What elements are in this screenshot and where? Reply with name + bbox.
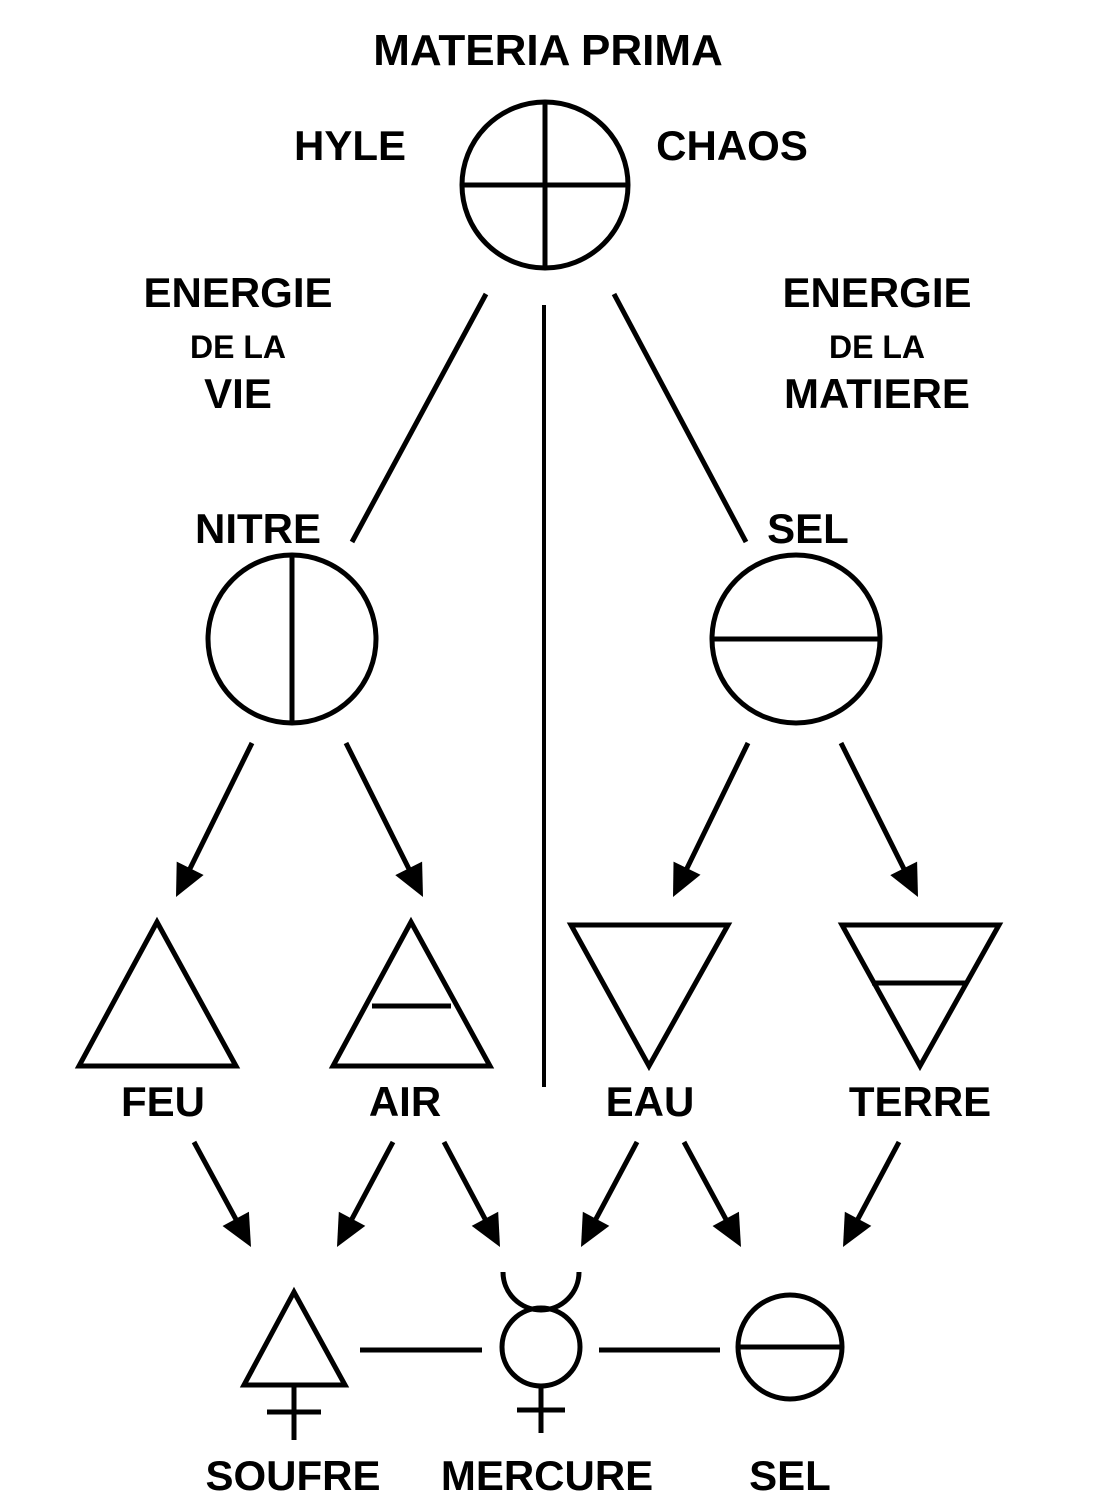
chaos-label: CHAOS bbox=[656, 122, 808, 169]
arrow-nitre-to-air-shaft bbox=[343, 741, 413, 874]
arrow-water-to-mercury-head bbox=[581, 1211, 610, 1247]
arrows-group bbox=[176, 741, 918, 1247]
salt-lower-symbol-icon bbox=[735, 1292, 845, 1402]
connector-prima-to-nitre bbox=[349, 292, 489, 544]
nitre-label: NITRE bbox=[195, 505, 321, 552]
sulfur-label: SOUFRE bbox=[205, 1452, 380, 1499]
left-energy-line3: VIE bbox=[204, 370, 272, 417]
connector-prima-to-sel bbox=[611, 292, 749, 544]
arrow-fire-to-sulfur bbox=[191, 1140, 251, 1247]
arrow-sel-to-earth bbox=[838, 741, 918, 897]
right-energy-line1: ENERGIE bbox=[782, 269, 971, 316]
arrow-earth-to-salt bbox=[843, 1140, 902, 1247]
mercury-label: MERCURE bbox=[441, 1452, 653, 1499]
arrow-nitre-to-air-head bbox=[395, 861, 423, 897]
arrow-air-to-mercury bbox=[441, 1140, 500, 1247]
arrow-air-to-sulfur bbox=[337, 1140, 396, 1247]
arrow-sel-to-water-shaft bbox=[683, 741, 751, 873]
arrow-nitre-to-fire-shaft bbox=[186, 741, 255, 873]
salt-upper-symbol-icon bbox=[709, 552, 883, 726]
arrow-earth-to-salt-shaft bbox=[853, 1140, 902, 1224]
salt-label: SEL bbox=[749, 1452, 831, 1499]
arrow-sel-to-water bbox=[673, 741, 751, 897]
arrow-air-to-sulfur-shaft bbox=[347, 1140, 396, 1224]
nitre-symbol-icon bbox=[205, 552, 379, 726]
sulfur-symbol-icon bbox=[239, 1286, 350, 1440]
earth-label: TERRE bbox=[849, 1078, 991, 1125]
arrow-sel-to-water-head bbox=[673, 861, 701, 897]
arrow-sel-to-earth-shaft bbox=[838, 741, 908, 874]
arrow-nitre-to-air bbox=[343, 741, 423, 897]
arrow-nitre-to-fire-head bbox=[176, 861, 204, 897]
arrow-earth-to-salt-head bbox=[843, 1211, 872, 1247]
water-triangle-icon bbox=[566, 922, 733, 1072]
arrow-water-to-salt-shaft bbox=[681, 1140, 730, 1224]
sel-upper-label: SEL bbox=[767, 505, 849, 552]
arrow-sel-to-earth-head bbox=[890, 861, 918, 897]
diagram-title: MATERIA PRIMA bbox=[373, 26, 723, 75]
fire-triangle-icon bbox=[74, 916, 241, 1069]
arrow-fire-to-sulfur-shaft bbox=[191, 1140, 240, 1224]
arrow-air-to-sulfur-head bbox=[337, 1211, 366, 1247]
air-label: AIR bbox=[369, 1078, 441, 1125]
water-label: EAU bbox=[606, 1078, 695, 1125]
right-energy-line2: DE LA bbox=[829, 329, 925, 365]
air-triangle-icon bbox=[328, 916, 495, 1069]
earth-triangle-icon bbox=[837, 922, 1004, 1072]
arrow-air-to-mercury-head bbox=[471, 1211, 500, 1247]
arrow-water-to-mercury-shaft bbox=[591, 1140, 640, 1224]
arrow-water-to-mercury bbox=[581, 1140, 640, 1247]
arrow-nitre-to-fire bbox=[176, 741, 255, 897]
arrow-water-to-salt-head bbox=[712, 1211, 741, 1247]
left-energy-line1: ENERGIE bbox=[143, 269, 332, 316]
arrow-water-to-salt bbox=[681, 1140, 741, 1247]
arrow-air-to-mercury-shaft bbox=[441, 1140, 490, 1224]
hyle-label: HYLE bbox=[294, 122, 406, 169]
right-energy-line3: MATIERE bbox=[784, 370, 970, 417]
left-energy-line2: DE LA bbox=[190, 329, 286, 365]
materia-prima-symbol-icon bbox=[459, 99, 631, 271]
arrow-fire-to-sulfur-head bbox=[222, 1211, 251, 1247]
fire-label: FEU bbox=[121, 1078, 205, 1125]
mercury-symbol-icon bbox=[499, 1271, 583, 1433]
